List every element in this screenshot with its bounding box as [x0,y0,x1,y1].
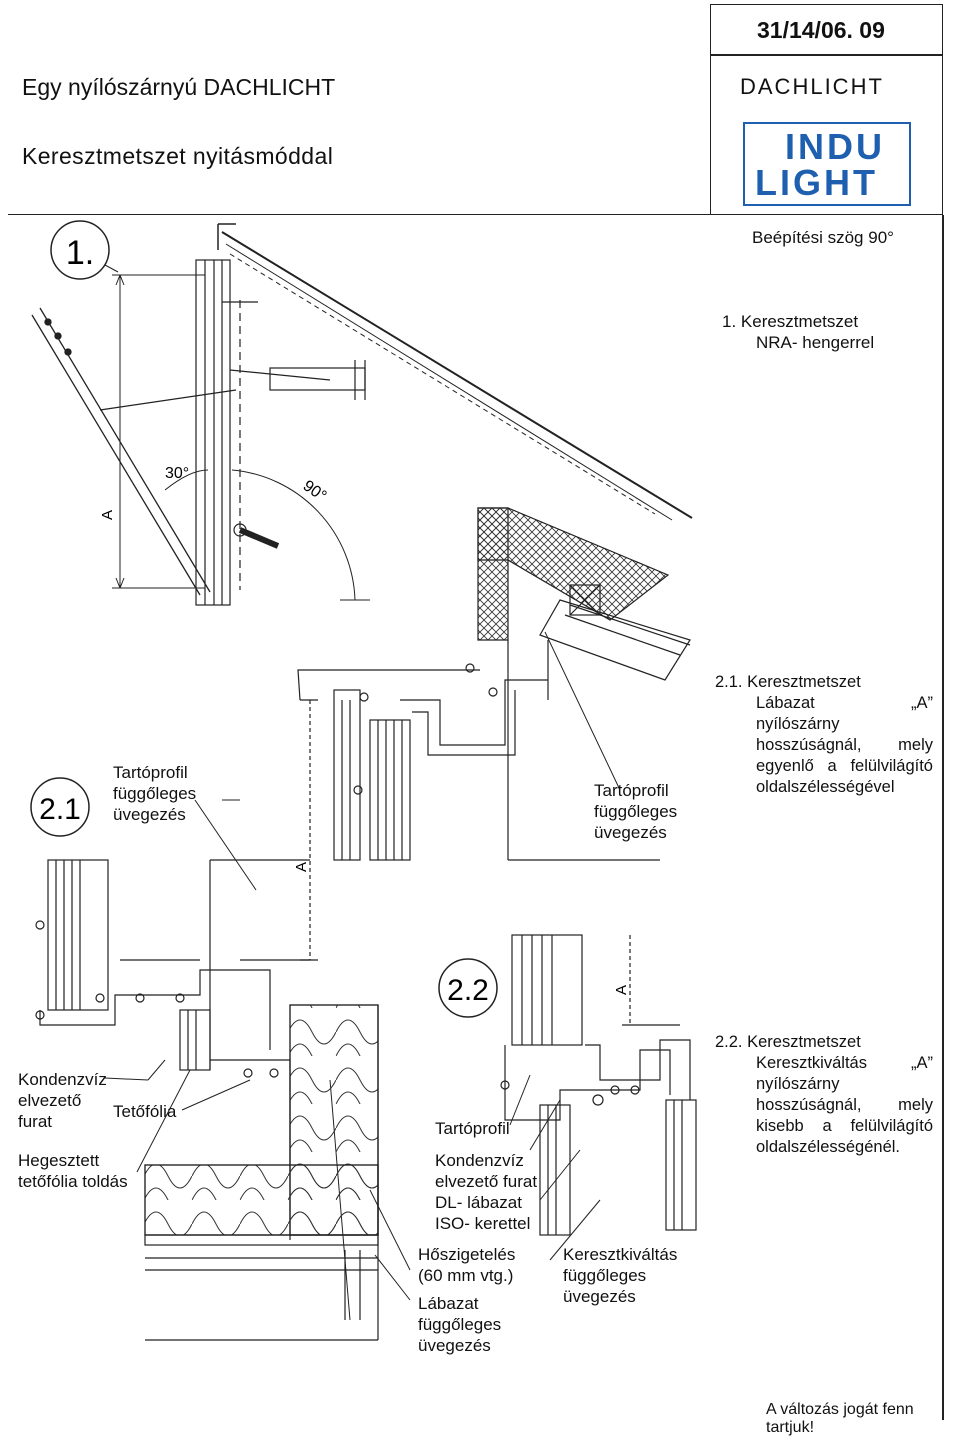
sec22-line: hosszúságnál, mely [756,1096,933,1114]
detail21-profile [297,663,548,961]
dim-a-label-1: A [99,510,116,520]
document-number: 31/14/06. 09 [757,17,885,43]
sec21-line: hosszúságnál, mely [756,736,933,754]
detail22-tag-text: 2.2 [447,974,489,1007]
detail1-frame [195,259,366,606]
sec22-line: 2.2. Keresztmetszet [715,1033,861,1051]
page-subtitle: Keresztmetszet nyitásmóddal [22,143,334,169]
sec22-line: nyílószárny [756,1075,840,1093]
sec22-line: Keresztkiváltás „A” [756,1054,933,1072]
detail22-profile [500,934,697,1236]
tetofolia-label: Tetőfólia [113,1102,177,1121]
angle-90-label: 90° [300,477,330,505]
logo-line-1: INDU [785,126,885,167]
label-line: Keresztkiváltás [563,1245,678,1264]
section21-note: 2.1. Keresztmetszet Lábazat „A” nyílószá… [715,672,933,798]
detail1-tag: 1. [50,220,119,280]
label-line: elvezető [18,1091,82,1110]
tartoprofil-b-label: Tartóprofil [435,1119,510,1138]
keresztkivaltas-label: Keresztkiváltás függőleges üvegezés [563,1244,677,1307]
label-line: Lábazat [418,1294,479,1313]
label-line: üvegezés [563,1287,636,1306]
hoszigeteles-label: Hőszigetelés (60 mm vtg.) [418,1244,515,1286]
label-line: furat [18,1112,53,1131]
label-line: üvegezés [594,823,667,842]
sec21-line: 2.1. Keresztmetszet [715,673,861,691]
labazat-fugg-label: Lábazat függőleges üvegezés [418,1293,501,1356]
page-frame-right [942,215,944,1420]
sec21-line: oldalszélességével [756,778,895,796]
logo-line-2: LIGHT [755,162,878,203]
detail21-lower-profile [35,859,310,1240]
product-name: DACHLICHT [740,74,884,99]
label-line: DL- lábazat [435,1193,522,1212]
floor-insulation [144,1005,379,1341]
label-line: Kondenzvíz [18,1070,107,1089]
roof-slope [217,223,693,521]
dim-a-label-2: A [293,862,310,872]
section1-subtitle: NRA- hengerrel [756,333,875,352]
dimension-a-detail1 [112,274,370,601]
dl-labazat-label: DL- lábazat ISO- kerettel [435,1192,530,1234]
indulight-logo: INDU LIGHT [743,122,911,206]
label-line: függőleges [418,1315,502,1334]
tartoprofil-right-label: Tartóprofil függőleges üvegezés [594,780,677,843]
detail21-tag-text: 2.1 [39,793,81,826]
detail21-tag: 2.1 [30,777,90,837]
roof-corner-insulation [477,507,691,861]
install-angle-note: Beépítési szög 90° [752,228,894,247]
sec21-line: egyenlő a felülvilágító [756,757,933,775]
label-line: függőleges [594,802,678,821]
label-line: Hegesztett [18,1151,100,1170]
label-line: üvegezés [418,1336,491,1355]
sec21-line: nyílószárny [756,715,840,733]
detail22-tag: 2.2 [438,958,498,1018]
dim-a-label-3: A [613,985,630,995]
hegesztett-label: Hegesztett tetőfólia toldás [18,1150,128,1192]
footer-notice: A változás jogát fenn tartjuk! [766,1401,914,1436]
sec21-line: Lábazat „A” [756,694,933,712]
tartoprofil-left-label: Tartóprofil függőleges üvegezés [113,762,196,825]
detail1-tag-text: 1. [66,234,94,272]
page-title: Egy nyílószárnyú DACHLICHT [22,74,336,100]
label-line: tetőfólia toldás [18,1172,128,1191]
label-line: függőleges [563,1266,647,1285]
label-line: Hőszigetelés [418,1245,516,1264]
label-line: ISO- kerettel [435,1214,531,1233]
header-divider [710,54,943,56]
kondenzviz-label: Kondenzvíz elvezető furat [18,1069,107,1132]
label-line: Kondenzvíz [435,1151,524,1170]
label-line: elvezető furat [435,1172,538,1191]
opened-sash [31,307,237,596]
section22-note: 2.2. Keresztmetszet Keresztkiváltás „A” … [715,1032,933,1158]
label-line: üvegezés [113,805,186,824]
sec22-line: kisebb a felülvilágító [756,1117,933,1135]
section1-title: 1. Keresztmetszet [722,312,859,331]
kondenzviz-b-label: Kondenzvíz elvezető furat [435,1150,537,1192]
angle-30-label: 30° [165,465,189,482]
label-line: (60 mm vtg.) [418,1266,514,1285]
label-line: Tartóprofil [113,763,188,782]
header-right-box [710,4,943,215]
label-line: függőleges [113,784,197,803]
sec22-line: oldalszélességénél. [756,1138,901,1156]
label-line: Tartóprofil [594,781,669,800]
